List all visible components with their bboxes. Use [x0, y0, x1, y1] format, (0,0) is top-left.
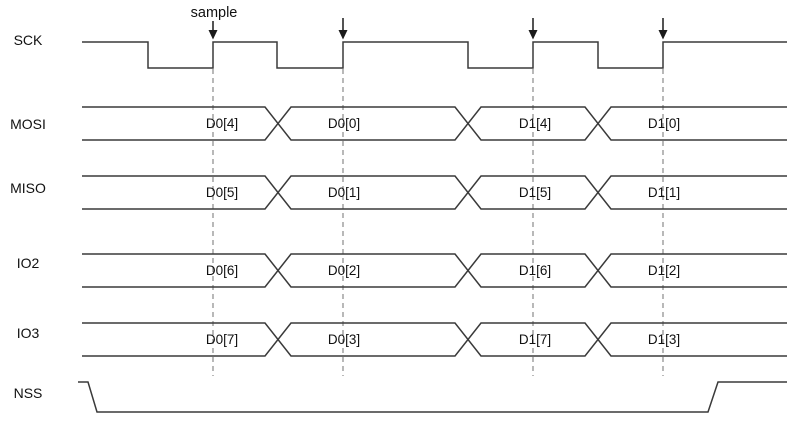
sample-arrow-icon	[338, 18, 348, 40]
sample-guide-lines	[212, 69, 664, 376]
mosi-waveform	[82, 106, 787, 141]
mosi-value-1: D0[4]	[206, 116, 238, 131]
signal-labels: SCK MOSI MISO IO2 IO3 NSS	[10, 32, 46, 401]
io3-value-3: D1[7]	[519, 332, 551, 347]
io3-value-4: D1[3]	[648, 332, 680, 347]
sample-arrow-icon	[658, 18, 668, 40]
mosi-value-2: D0[0]	[328, 116, 360, 131]
signal-label-io2: IO2	[17, 255, 40, 271]
io2-waveform	[82, 253, 787, 288]
io3-value-2: D0[3]	[328, 332, 360, 347]
io3-waveform	[82, 322, 787, 357]
signal-label-mosi: MOSI	[10, 116, 46, 132]
io3-value-1: D0[7]	[206, 332, 238, 347]
io2-value-2: D0[2]	[328, 263, 360, 278]
sample-arrow-icon	[208, 21, 218, 40]
signal-label-sck: SCK	[14, 32, 43, 48]
signal-label-nss: NSS	[14, 385, 43, 401]
io2-waveform	[82, 253, 787, 288]
nss-waveform	[78, 381, 787, 413]
miso-waveform	[82, 175, 787, 210]
mosi-waveform	[82, 106, 787, 141]
waveforms	[78, 41, 787, 413]
io2-value-1: D0[6]	[206, 263, 238, 278]
signal-label-io3: IO3	[17, 325, 40, 341]
sample-arrow-icon	[528, 18, 538, 40]
mosi-value-4: D1[0]	[648, 116, 680, 131]
miso-value-3: D1[5]	[519, 185, 551, 200]
mosi-value-3: D1[4]	[519, 116, 551, 131]
io2-value-4: D1[2]	[648, 263, 680, 278]
io2-value-3: D1[6]	[519, 263, 551, 278]
miso-value-2: D0[1]	[328, 185, 360, 200]
miso-waveform	[82, 175, 787, 210]
bus-values: D0[4] D0[0] D1[4] D1[0] D0[5] D0[1] D1[5…	[206, 116, 680, 347]
sample-label: sample	[191, 5, 238, 21]
sample-arrows	[208, 18, 668, 40]
sck-waveform	[82, 41, 787, 69]
signal-label-miso: MISO	[10, 180, 46, 196]
io3-waveform	[82, 322, 787, 357]
miso-value-4: D1[1]	[648, 185, 680, 200]
miso-value-1: D0[5]	[206, 185, 238, 200]
